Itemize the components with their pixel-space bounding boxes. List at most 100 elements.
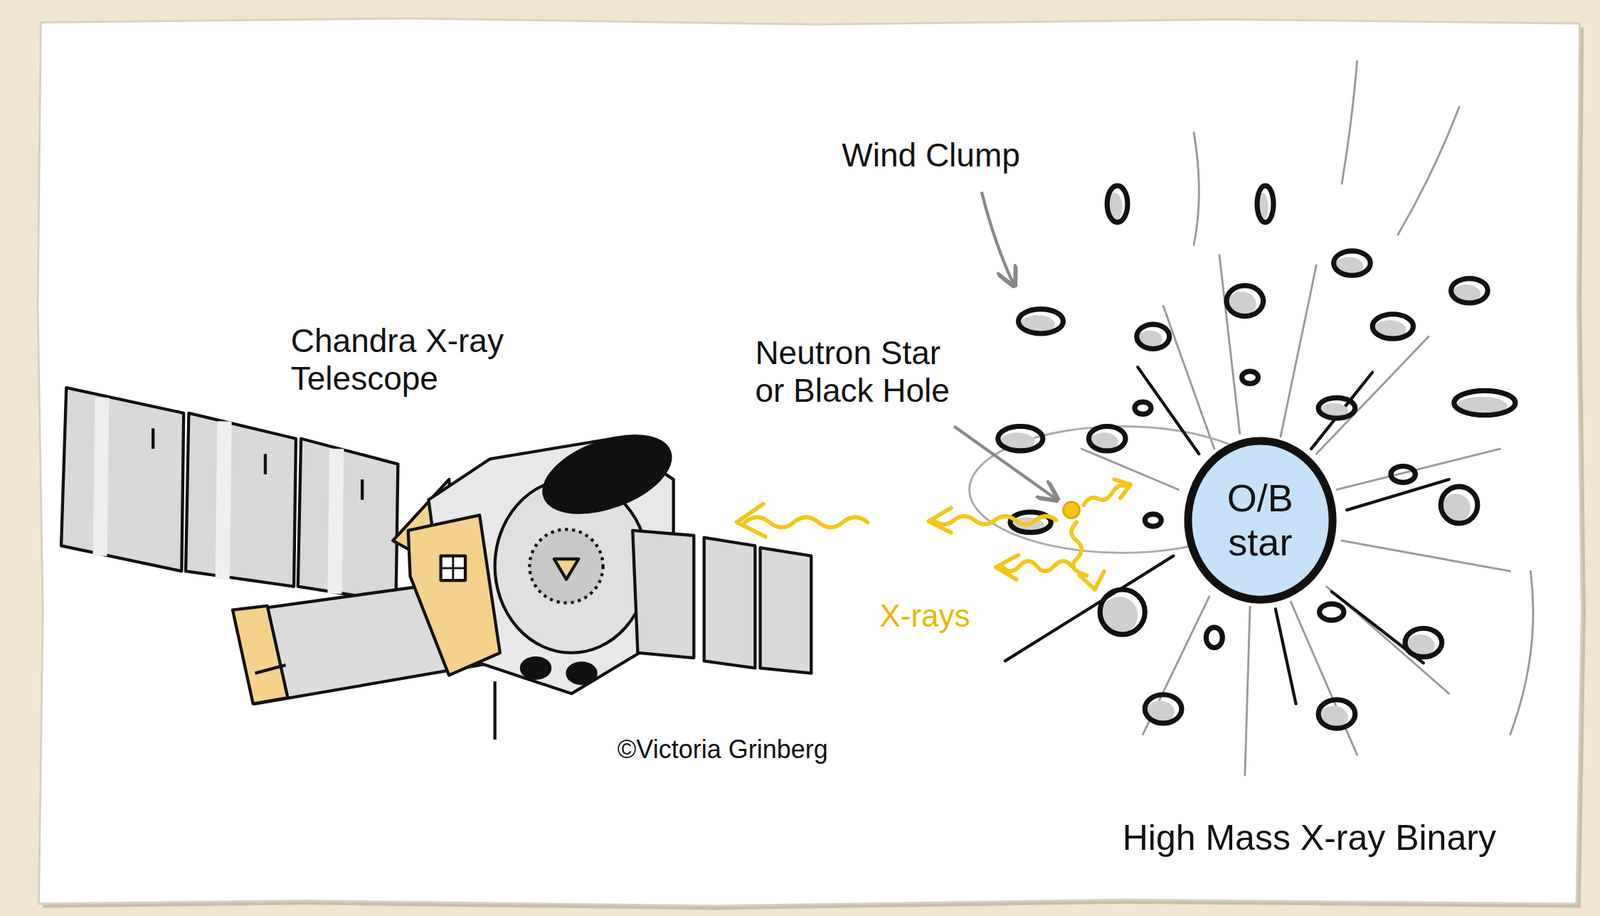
wind-clump <box>1257 185 1274 223</box>
wind-clump <box>1390 465 1416 483</box>
wind-clump <box>1372 314 1413 339</box>
solar-panel <box>61 387 184 572</box>
wind-clump <box>1405 628 1443 658</box>
wind-line <box>1005 556 1174 662</box>
part-label: High Mass X-ray Binary <box>1122 818 1497 860</box>
wind-line <box>1336 448 1500 490</box>
part-label: Chandra X-ray Telescope <box>290 322 548 398</box>
wind-clump <box>1319 604 1344 621</box>
wind-line <box>1397 107 1460 235</box>
x-ray-label: X-rays <box>879 598 970 635</box>
leader-line <box>954 426 1058 501</box>
solar-panel <box>298 438 399 602</box>
wind-clump <box>998 426 1043 452</box>
wind-line <box>1219 255 1241 434</box>
leader-line <box>981 192 1015 286</box>
wind-clump <box>1106 185 1128 223</box>
wind-clump <box>1136 324 1170 349</box>
part-label: Neutron Star or Black Hole <box>754 334 969 410</box>
wind-line <box>1316 336 1429 454</box>
panel-shine <box>222 421 225 580</box>
solar-panel <box>704 537 756 669</box>
wind-clump <box>1333 251 1371 276</box>
neutron-star <box>1063 502 1080 519</box>
panel-mark <box>360 479 364 501</box>
label-holder: Chandra X-ray Telescope <box>290 322 548 398</box>
wind-line <box>1275 608 1297 704</box>
wind-clump <box>1088 426 1126 452</box>
star-label: O/B star <box>1213 475 1307 565</box>
thruster <box>567 663 596 684</box>
wind-line <box>1290 601 1357 755</box>
wind-clump <box>1242 371 1259 384</box>
aperture-mark <box>554 559 579 580</box>
label-holder: High Mass X-ray Binary <box>1122 818 1497 860</box>
gold-panel <box>408 515 501 676</box>
panel-mark <box>151 428 155 449</box>
star-node: O/B star <box>1183 436 1337 605</box>
wind-line <box>1341 61 1358 184</box>
wind-line <box>1244 606 1250 776</box>
label-holder: X-rays <box>879 598 970 635</box>
wind-clumps <box>998 185 1516 729</box>
solar-panel <box>632 530 694 659</box>
wind-clump <box>1144 695 1182 724</box>
grid-line <box>441 567 466 570</box>
solar-panel <box>760 547 812 674</box>
solar-panel <box>185 413 296 587</box>
wind-clump <box>1099 589 1145 635</box>
tube-band <box>232 606 288 705</box>
wind-clump <box>1226 285 1264 317</box>
part-label: Wind Clump <box>841 136 1021 175</box>
wind-clump <box>1134 401 1152 415</box>
wind-clump <box>1454 390 1516 415</box>
x-ray-head <box>995 554 1019 580</box>
panel-shine <box>100 397 103 556</box>
wind-line <box>1326 586 1450 695</box>
x-ray-wave <box>744 517 868 528</box>
wind-line <box>1341 540 1511 572</box>
wind-clump <box>1205 627 1223 649</box>
wind-clump <box>1318 700 1356 729</box>
wind-lines <box>969 61 1534 776</box>
antenna <box>493 681 496 740</box>
wind-clump <box>1318 397 1356 419</box>
wind-line <box>1311 372 1373 450</box>
window-grid <box>441 556 466 581</box>
wind-line <box>1280 265 1317 437</box>
panel-mark <box>263 453 267 475</box>
wind-clump <box>1451 278 1489 304</box>
node-text-box: O/B star <box>1183 436 1337 605</box>
tube-mark <box>255 665 286 674</box>
wind-line <box>1510 571 1534 735</box>
sunshade <box>533 421 681 528</box>
x-ray-wave <box>933 516 1056 525</box>
x-ray-wave <box>1071 522 1088 576</box>
wind-line <box>1163 305 1215 449</box>
x-ray-head <box>928 507 952 533</box>
thruster <box>521 658 550 679</box>
label-holder: Wind Clump <box>841 136 1021 175</box>
wind-clump <box>1440 486 1478 524</box>
part-label: ©Victoria Grinberg <box>617 734 829 765</box>
wind-clump <box>1018 309 1063 334</box>
label-holder: Neutron Star or Black Hole <box>754 334 969 410</box>
telescope <box>61 387 812 740</box>
wind-line <box>1193 132 1199 245</box>
x-ray-arrows <box>737 479 1132 590</box>
label-holder: ©Victoria Grinberg <box>617 734 829 765</box>
paper <box>37 18 1582 907</box>
wind-line <box>1142 596 1209 735</box>
panel-shine <box>334 448 337 595</box>
star-disc <box>1188 441 1333 600</box>
x-ray-head <box>1079 571 1105 590</box>
star-outline <box>1183 436 1337 605</box>
aperture <box>529 529 603 603</box>
x-ray-head <box>1114 479 1131 498</box>
x-ray-wave <box>1001 561 1072 572</box>
x-ray-head <box>737 504 766 538</box>
